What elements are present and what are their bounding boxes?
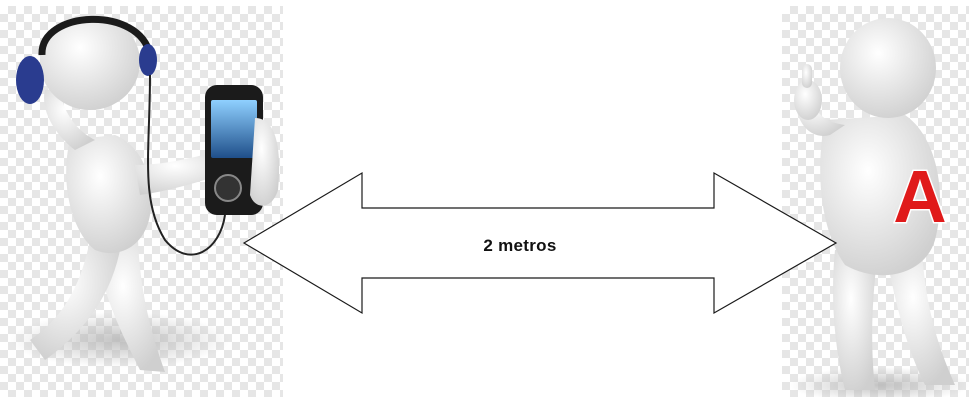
- head-right-figure: [840, 18, 936, 118]
- headphones-band: [38, 15, 154, 56]
- thumbs-up-hand: [794, 80, 822, 120]
- phone-screen: [211, 100, 257, 158]
- headphone-cable: [147, 74, 226, 256]
- torso: [66, 135, 151, 254]
- leg-right-right-figure: [885, 250, 955, 385]
- headphones-icon: [16, 56, 44, 104]
- head: [40, 14, 140, 110]
- torso-right-figure: [820, 115, 941, 276]
- headphones-earcup-right: [139, 44, 157, 76]
- leg-left: [30, 240, 120, 360]
- person-listening-to-music: [10, 14, 280, 372]
- thumb: [802, 64, 812, 88]
- hand: [250, 118, 280, 206]
- letter-a-badge: A: [893, 155, 946, 238]
- distance-label: 2 metros: [483, 236, 557, 255]
- phone-control-wheel: [214, 174, 242, 202]
- double-headed-arrow: [242, 171, 838, 315]
- person-thumbs-up: A: [790, 18, 969, 397]
- arm-left: [44, 88, 95, 150]
- leg-left-right-figure: [833, 250, 878, 390]
